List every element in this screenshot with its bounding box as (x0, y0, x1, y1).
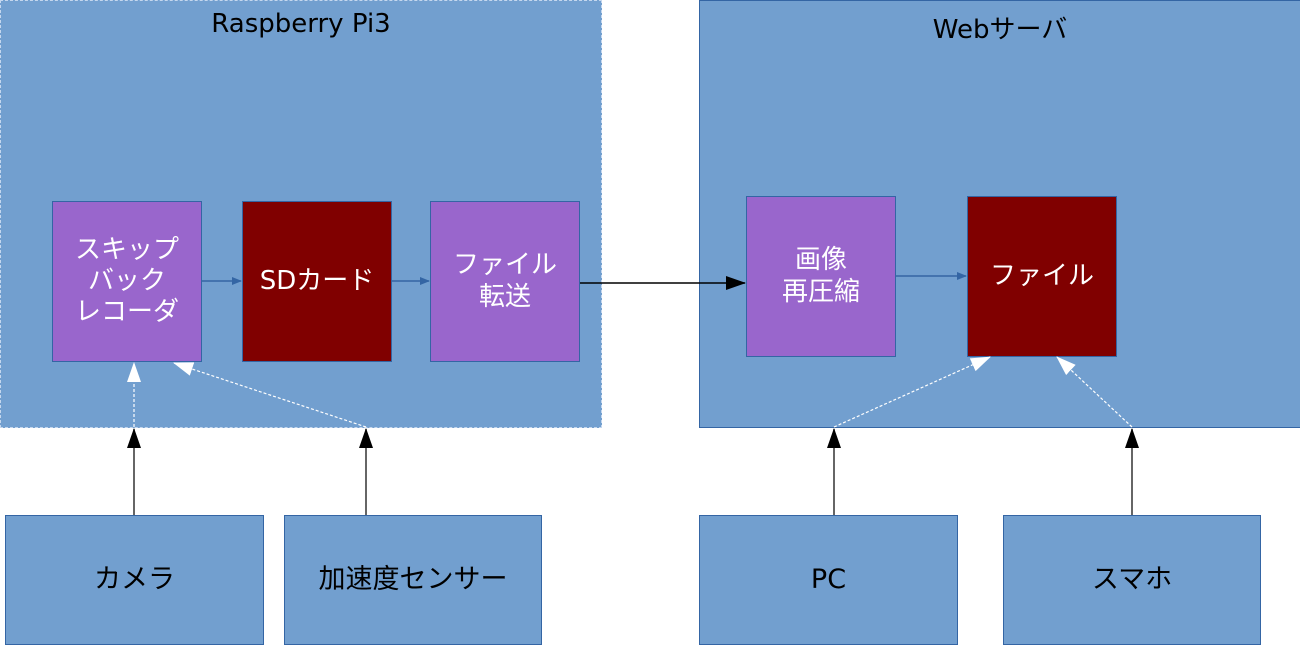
web-server-title: Webサーバ (932, 15, 1068, 45)
sd-card-node: SDカード (242, 201, 392, 362)
accelerometer-node: 加速度センサー (284, 515, 542, 645)
raspberry-pi-title: Raspberry Pi3 (211, 9, 391, 39)
skipback-recorder-node: スキップ バック レコーダ (52, 201, 202, 362)
file-transfer-node: ファイル 転送 (430, 201, 580, 362)
pc-node: PC (699, 515, 958, 645)
image-recompress-node: 画像 再圧縮 (746, 196, 896, 357)
file-storage-node: ファイル (967, 196, 1117, 357)
camera-node: カメラ (5, 515, 264, 645)
smartphone-node: スマホ (1003, 515, 1261, 645)
